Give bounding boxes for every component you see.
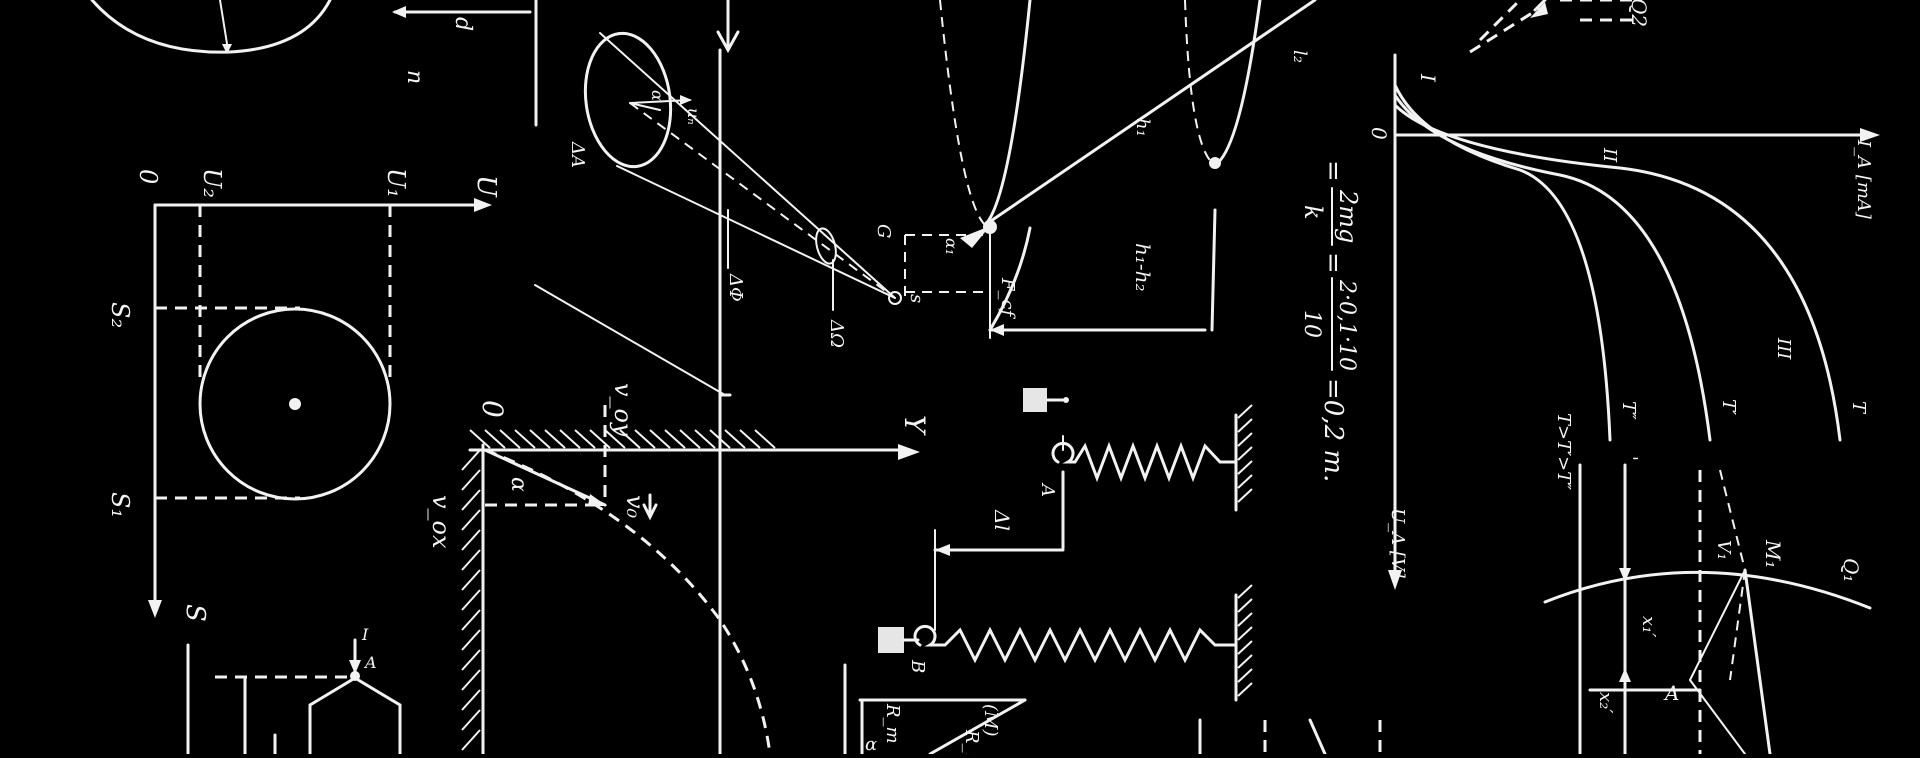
label-III-graph: III [1773, 337, 1794, 360]
hatch-left [461, 449, 481, 751]
projectile-diagram: 0 v_oy Y v_ox v₀ α [427, 383, 931, 756]
label-vo: v₀ [621, 495, 649, 519]
label-I-graph: I [1416, 73, 1440, 83]
label-voy: v_oy [609, 383, 637, 437]
label-M1: M₁ [1761, 539, 1785, 569]
label-s-cone: s [906, 294, 927, 303]
eq-den: k [1299, 205, 1327, 220]
label-vox: v_ox [427, 495, 455, 549]
label-T1: T′ [1718, 399, 1739, 415]
label-A-spring: A [1037, 482, 1058, 497]
eq-num2: 2·0,1·10 [1334, 279, 1359, 371]
label-Q2: Q2 [1627, 0, 1651, 27]
vertical-arrow [534, 0, 740, 756]
label-x2: x₂′ [1595, 692, 1616, 713]
label-Tineq: T>T′>T″ [1553, 413, 1574, 490]
label-Fcf: F_cf [997, 277, 1018, 320]
label-U1: U₁ [382, 168, 410, 198]
circle-uv-frame: 0 U₂ U₁ U S₂ S₁ S [106, 168, 501, 622]
label-Rm2: R_m [961, 729, 982, 754]
label-T2: T″ [1618, 401, 1639, 420]
label-h1h2: h₁-h₂ [1131, 243, 1155, 292]
eq-result: =0,2 m. [1318, 378, 1348, 482]
label-zero-graph: 0 [1367, 127, 1391, 140]
label-dA: ΔA [567, 141, 588, 168]
label-x1: x₁′ [1638, 616, 1659, 637]
label-Y: Y [898, 415, 931, 436]
wall-hatch-2 [1237, 584, 1253, 697]
label-T: T [1848, 401, 1869, 415]
lens-geometry: ' M₁ Q₁ V₁ x₁′ x₂′ A [1543, 456, 1872, 756]
label-G: G [873, 224, 894, 238]
top-right-dashes: Q2 [1469, 0, 1651, 54]
label-dPhi: ΔΦ [725, 273, 746, 302]
label-II-graph: II [1599, 147, 1620, 163]
label-alpha-proj: α [506, 477, 531, 492]
label-M: (M) [980, 704, 1001, 736]
label-I-small: I [361, 625, 369, 644]
label-S: S [180, 604, 210, 622]
eq-den2: 10 [1299, 310, 1324, 338]
hatch-top [469, 429, 776, 449]
current-voltage-graph: 0 I II III I_A [mA] U_A [V] T″ T′ T T>T′… [1367, 53, 1880, 590]
wall-hatch-1 [1237, 404, 1253, 503]
label-zero-top: 0 [134, 169, 162, 184]
label-n: n [402, 70, 427, 84]
label-alpha1: α₁ [942, 238, 961, 255]
bottom-left-circuit: I A [186, 625, 402, 756]
label-S2: S₂ [106, 302, 134, 328]
label-alpha-cone: α [648, 90, 667, 101]
label-dl: Δl [990, 509, 1014, 531]
top-left-circle [90, 0, 332, 54]
label-U: U [471, 175, 501, 198]
svg-text:=: = [1318, 252, 1348, 274]
label-h1: h₁ [1132, 118, 1153, 137]
label-A-bottom: A [1663, 681, 1679, 705]
rotating-parabola: G α₁ F_cf h₁ l₂ h₁-h₂ [873, 0, 1317, 339]
eq-equals1: = [1318, 160, 1348, 182]
label-un: uₙ [684, 108, 703, 125]
label-alpha-bottom: α [865, 734, 877, 754]
dimension-d: d n [392, 0, 538, 127]
eq-num: 2mg [1334, 189, 1362, 243]
equation: = 2mg k = 2·0,1·10 10 =0,2 m. [1299, 160, 1362, 482]
label-d: d [450, 17, 475, 31]
label-U2: U₂ [198, 168, 226, 198]
cone-solid-angle: ΔA α uₙ ΔΦ ΔΩ s [567, 31, 927, 348]
label-prime: ' [1620, 456, 1641, 461]
label-l2: l₂ [1289, 50, 1310, 63]
spring-system: A Δl B [878, 388, 1253, 702]
label-Rm: R_m [882, 703, 903, 744]
label-UA: U_A [V] [1387, 508, 1408, 579]
label-Ox: 0 [476, 400, 509, 418]
label-IA: I_A [mA] [1853, 139, 1874, 220]
label-dOmega: ΔΩ [826, 319, 847, 348]
label-A-small: A [363, 653, 377, 672]
label-B-spring: B [907, 659, 928, 673]
label-Q1: Q₁ [1839, 558, 1863, 582]
bottom-triangle: R_m (M) R_m α [843, 663, 1382, 758]
label-V1: V₁ [1713, 540, 1734, 560]
label-S1: S₁ [106, 492, 134, 518]
